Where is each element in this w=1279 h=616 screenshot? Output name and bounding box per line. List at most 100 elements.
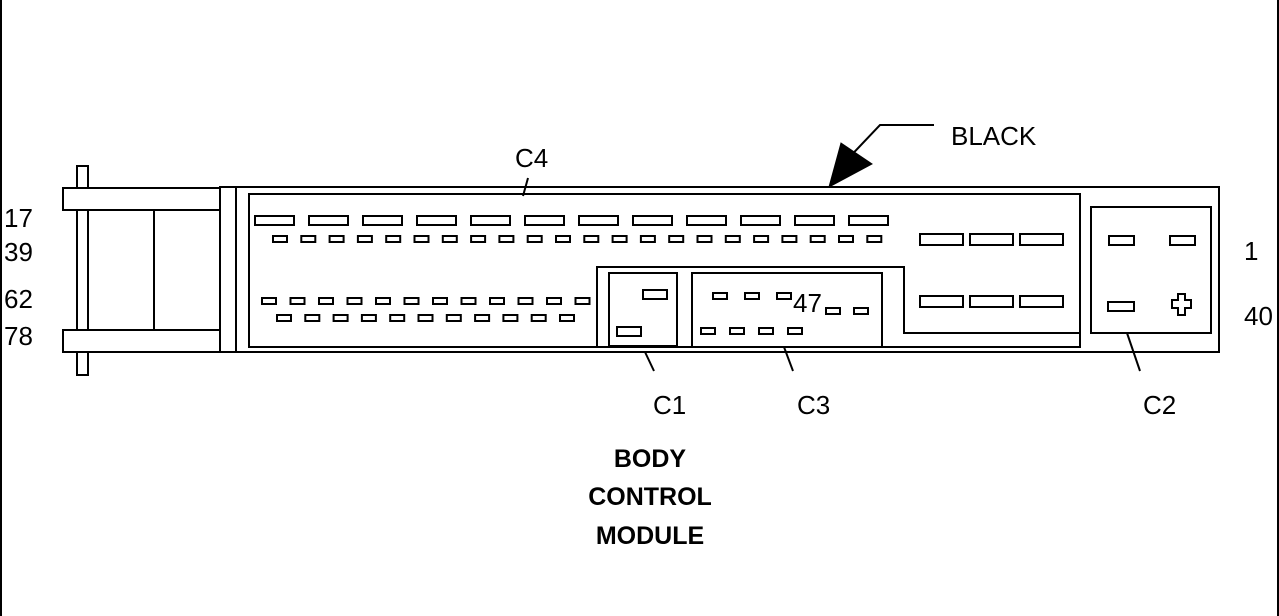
c4-pin (583, 235, 600, 243)
c4-pin (524, 215, 565, 226)
c4-pin (346, 297, 363, 305)
c3-pin (776, 292, 792, 300)
c4-pin-row-second (272, 235, 883, 243)
c4-pin (385, 235, 402, 243)
c4-pin (919, 233, 964, 246)
c4-connector-cavity (596, 266, 1080, 347)
c3-pin (758, 327, 774, 335)
pin-number-78: 78 (4, 321, 33, 351)
c4-pin (632, 215, 673, 226)
title-line-1: BODY (614, 445, 687, 473)
c4-pin (724, 235, 741, 243)
c4-pin (555, 235, 571, 243)
c4-pin (300, 235, 317, 243)
c4-pin (969, 233, 1014, 246)
c4-pin (413, 235, 430, 243)
c3-pin (825, 307, 841, 315)
c4-pin (559, 314, 575, 322)
c1-connector (608, 272, 678, 372)
c4-pin (416, 215, 457, 226)
c3-pin (700, 327, 716, 335)
c4-label: C4 (515, 143, 548, 173)
c3-connector (691, 272, 883, 372)
c4-pin (753, 235, 770, 243)
c4-pin-row-third (261, 297, 591, 305)
c3-pin (787, 327, 803, 335)
c3-pin (712, 292, 728, 300)
c4-pin-row-top (254, 215, 889, 226)
c4-pin (498, 235, 515, 243)
c3-pin (729, 327, 745, 335)
c4-pin (794, 215, 835, 226)
plus-key-icon (1171, 293, 1192, 316)
c4-pin (1019, 233, 1064, 246)
c4-pin (289, 297, 306, 305)
c4-pin (474, 314, 491, 322)
title-line-2: CONTROL (588, 483, 712, 511)
c4-pin (1019, 295, 1064, 308)
c4-pin (919, 295, 964, 308)
pin-number-39: 39 (4, 237, 33, 267)
pin-number-17: 17 (4, 203, 33, 233)
c4-pin (696, 235, 713, 243)
c4-pin (848, 215, 889, 226)
c4-pin (318, 297, 334, 305)
c3-pins (700, 292, 869, 335)
c4-pin (332, 314, 349, 322)
c4-pin (389, 314, 406, 322)
c4-pin (276, 314, 292, 322)
c4-pin (639, 235, 656, 243)
c4-pin (272, 235, 288, 243)
c4-pin (308, 215, 349, 226)
c4-pin (375, 297, 391, 305)
c3-pin (744, 292, 760, 300)
title-line-3: MODULE (596, 522, 704, 550)
c4-pin (502, 314, 519, 322)
leader-lines (522, 124, 934, 197)
c4-pin-block-right (919, 233, 1064, 308)
arrow-head-icon (828, 142, 873, 188)
mounting-bracket (62, 165, 221, 376)
c4-pin (356, 235, 373, 243)
c4-pin-row-bottom (276, 314, 575, 322)
c4-pin (578, 215, 619, 226)
c4-pin (470, 215, 511, 226)
c4-pin (809, 235, 826, 243)
c4-pin (969, 295, 1014, 308)
c4-pin (668, 235, 685, 243)
pin-number-62: 62 (4, 284, 33, 314)
c4-pin (460, 297, 477, 305)
c4-pin (546, 297, 562, 305)
c2-label: C2 (1143, 390, 1176, 420)
c4-pin (254, 215, 295, 226)
c3-label: C3 (797, 390, 830, 420)
pin-number-40: 40 (1244, 301, 1273, 331)
c4-pin (574, 297, 591, 305)
c4-pin (360, 314, 377, 322)
c4-pin (445, 314, 462, 322)
c4-pin (838, 235, 854, 243)
c4-pin (470, 235, 487, 243)
c4-pin (489, 297, 505, 305)
c2-connector (1090, 206, 1212, 372)
c4-pin (403, 297, 420, 305)
c4-pin (526, 235, 543, 243)
c4-pin (432, 297, 448, 305)
c4-pin (866, 235, 883, 243)
c4-pin (304, 314, 321, 322)
c4-pin (740, 215, 781, 226)
c4-pin (781, 235, 798, 243)
c3-pin-number: 47 (793, 288, 822, 318)
c4-pin (611, 235, 628, 243)
c4-pin (328, 235, 345, 243)
c4-pin (261, 297, 277, 305)
c4-pin (362, 215, 403, 226)
c3-pin (853, 307, 869, 315)
c4-pin (517, 297, 534, 305)
c4-pin (686, 215, 727, 226)
module-housing (219, 186, 1220, 353)
c4-pin (441, 235, 458, 243)
c4-pin (417, 314, 434, 322)
pin-number-1: 1 (1244, 236, 1258, 266)
